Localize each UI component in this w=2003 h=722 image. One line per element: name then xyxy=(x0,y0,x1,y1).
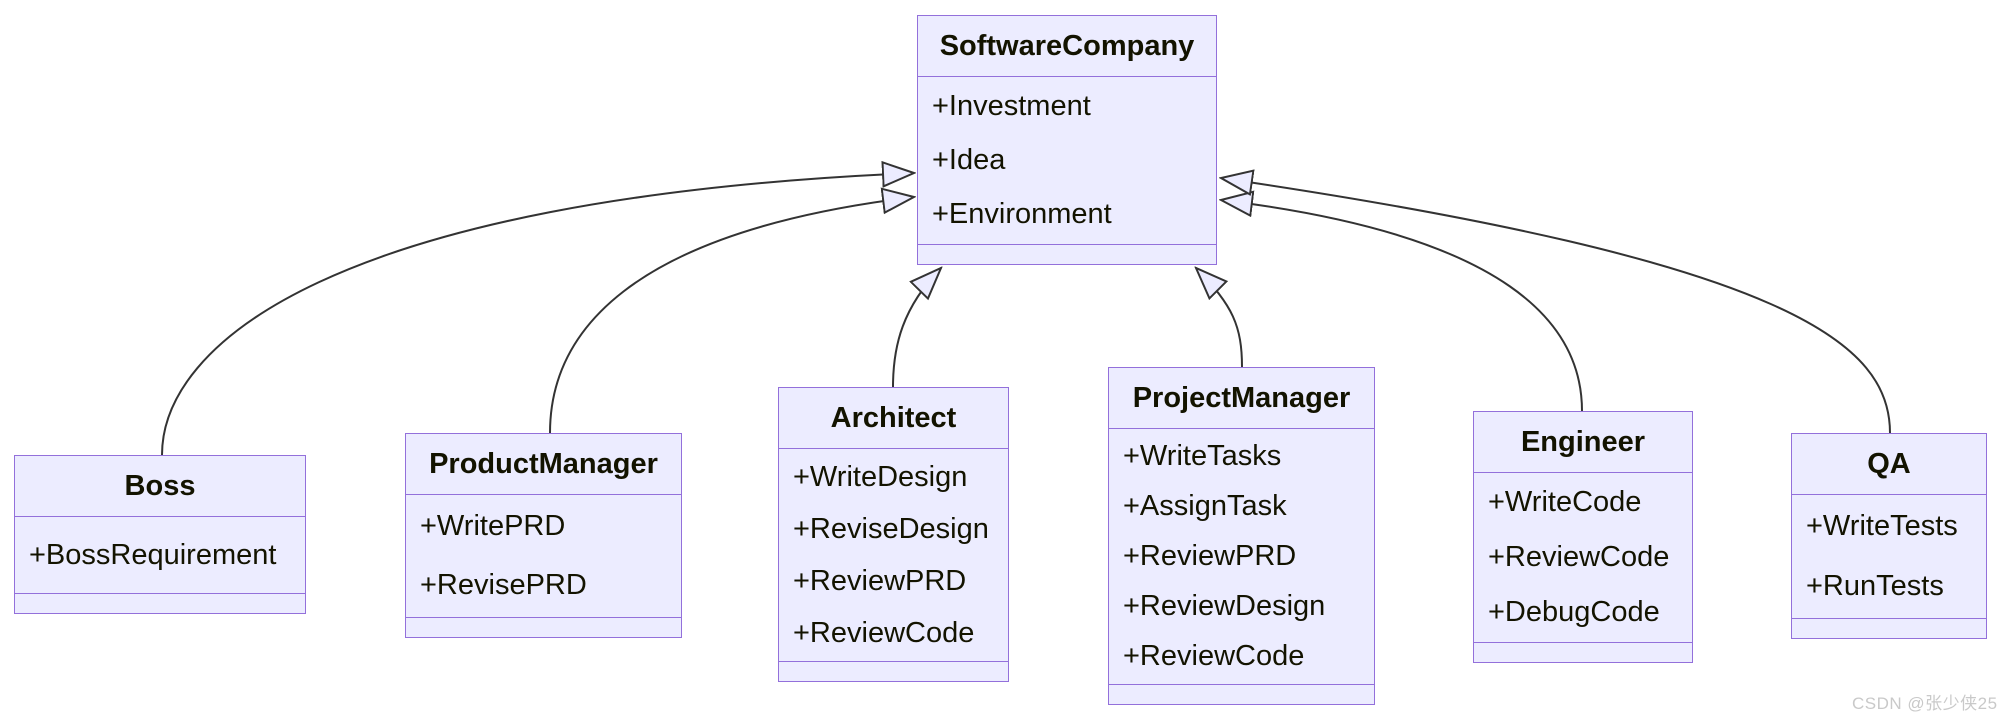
class-productmanager: ProductManager +WritePRD +RevisePRD xyxy=(405,433,682,638)
class-member: +WriteCode xyxy=(1488,486,1642,518)
class-softwarecompany: SoftwareCompany +Investment +Idea +Envir… xyxy=(917,15,1217,265)
class-member: +Environment xyxy=(932,198,1112,231)
class-productmanager-methods-empty xyxy=(406,617,681,637)
class-boss-members: +BossRequirement xyxy=(15,516,305,593)
class-engineer: Engineer +WriteCode +ReviewCode +DebugCo… xyxy=(1473,411,1693,663)
class-engineer-members: +WriteCode +ReviewCode +DebugCode xyxy=(1474,472,1692,642)
class-projectmanager-title: ProjectManager xyxy=(1132,381,1351,414)
class-member: +ReviewCode xyxy=(1123,640,1305,673)
class-architect: Architect +WriteDesign +ReviseDesign +Re… xyxy=(778,387,1009,682)
class-member: +DebugCode xyxy=(1488,596,1660,628)
watermark: CSDN @张少侠25 xyxy=(1852,694,1998,713)
class-engineer-methods-empty xyxy=(1474,642,1692,662)
class-member: +WriteDesign xyxy=(793,460,968,493)
class-member: +ReviewPRD xyxy=(793,564,967,597)
class-softwarecompany-title: SoftwareCompany xyxy=(939,29,1195,62)
class-member: +ReviewCode xyxy=(1488,541,1670,573)
class-softwarecompany-members: +Investment +Idea +Environment xyxy=(918,76,1216,244)
class-member: +Investment xyxy=(932,89,1091,122)
class-member: +ReviseDesign xyxy=(793,512,989,545)
class-productmanager-title: ProductManager xyxy=(429,447,658,480)
class-projectmanager-members: +WriteTasks +AssignTask +ReviewPRD +Revi… xyxy=(1109,428,1374,684)
class-member: +BossRequirement xyxy=(29,538,277,571)
edge-productmanager-inherits-softwarecompany xyxy=(549,197,914,434)
class-member: +ReviewDesign xyxy=(1123,590,1326,623)
edge-boss-inherits-softwarecompany xyxy=(161,173,914,456)
class-softwarecompany-methods-empty xyxy=(918,244,1216,264)
class-member: +ReviewPRD xyxy=(1123,539,1297,572)
class-member: +WriteTasks xyxy=(1123,439,1282,472)
class-engineer-title: Engineer xyxy=(1520,425,1646,458)
class-member: +Idea xyxy=(932,143,1006,176)
edge-engineer-inherits-softwarecompany xyxy=(1221,200,1583,412)
class-member: +RevisePRD xyxy=(420,569,587,601)
class-architect-title: Architect xyxy=(830,401,957,434)
class-productmanager-members: +WritePRD +RevisePRD xyxy=(406,494,681,617)
class-boss-methods-empty xyxy=(15,593,305,613)
class-qa: QA +WriteTests +RunTests xyxy=(1791,433,1987,639)
class-member: +ReviewCode xyxy=(793,616,975,649)
class-qa-methods-empty xyxy=(1792,618,1986,638)
class-boss-title: Boss xyxy=(124,469,196,502)
class-architect-members: +WriteDesign +ReviseDesign +ReviewPRD +R… xyxy=(779,448,1008,661)
class-member: +AssignTask xyxy=(1123,489,1287,522)
class-qa-title: QA xyxy=(1867,447,1911,480)
class-member: +RunTests xyxy=(1806,569,1944,602)
class-qa-members: +WriteTests +RunTests xyxy=(1792,494,1986,618)
edge-projectmanager-inherits-softwarecompany xyxy=(1196,268,1243,368)
class-architect-methods-empty xyxy=(779,661,1008,681)
class-member: +WritePRD xyxy=(420,510,566,542)
edge-architect-inherits-softwarecompany xyxy=(892,268,941,388)
class-projectmanager-methods-empty xyxy=(1109,684,1374,704)
edge-qa-inherits-softwarecompany xyxy=(1221,178,1891,434)
class-member: +WriteTests xyxy=(1806,510,1958,543)
class-boss: Boss +BossRequirement xyxy=(14,455,306,614)
class-projectmanager: ProjectManager +WriteTasks +AssignTask +… xyxy=(1108,367,1375,705)
